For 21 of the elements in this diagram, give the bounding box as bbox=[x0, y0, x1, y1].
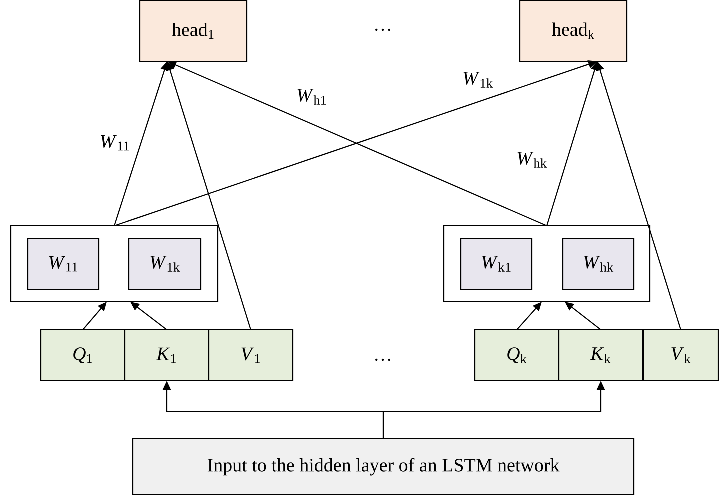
ellipsis: … bbox=[376, 28, 390, 32]
value-cell: V$_{1}$ bbox=[208, 329, 294, 382]
weight-box: W$_{11}$ bbox=[27, 238, 100, 290]
key-cell: K$_{1}$ bbox=[124, 329, 210, 382]
ellipsis: … bbox=[376, 358, 390, 362]
edge-label: W$_{1k}$ bbox=[464, 72, 494, 88]
query-cell: Q$_{1}$ bbox=[40, 329, 126, 382]
query-cell: Q$_{k}$ bbox=[474, 329, 560, 382]
input-box: Input to the hidden layer of an LSTM network bbox=[132, 438, 635, 496]
edge-label: W$_{hk}$ bbox=[518, 152, 548, 168]
edge-label: W$_{h1}$ bbox=[298, 89, 326, 105]
key-cell: K$_{k}$ bbox=[558, 329, 644, 382]
value-cell: V$_{k}$ bbox=[642, 329, 719, 382]
weight-box: W$_{k1}$ bbox=[460, 238, 533, 290]
head-box: head$_{1}$ bbox=[139, 0, 248, 62]
arrow bbox=[82, 302, 107, 330]
arrow bbox=[516, 302, 542, 330]
weight-box: W$_{hk}$ bbox=[562, 238, 635, 290]
edge-label: W$_{11}$ bbox=[100, 135, 129, 151]
head-box: head$_{k}$ bbox=[519, 0, 628, 62]
weight-box: W$_{1k}$ bbox=[128, 238, 202, 290]
